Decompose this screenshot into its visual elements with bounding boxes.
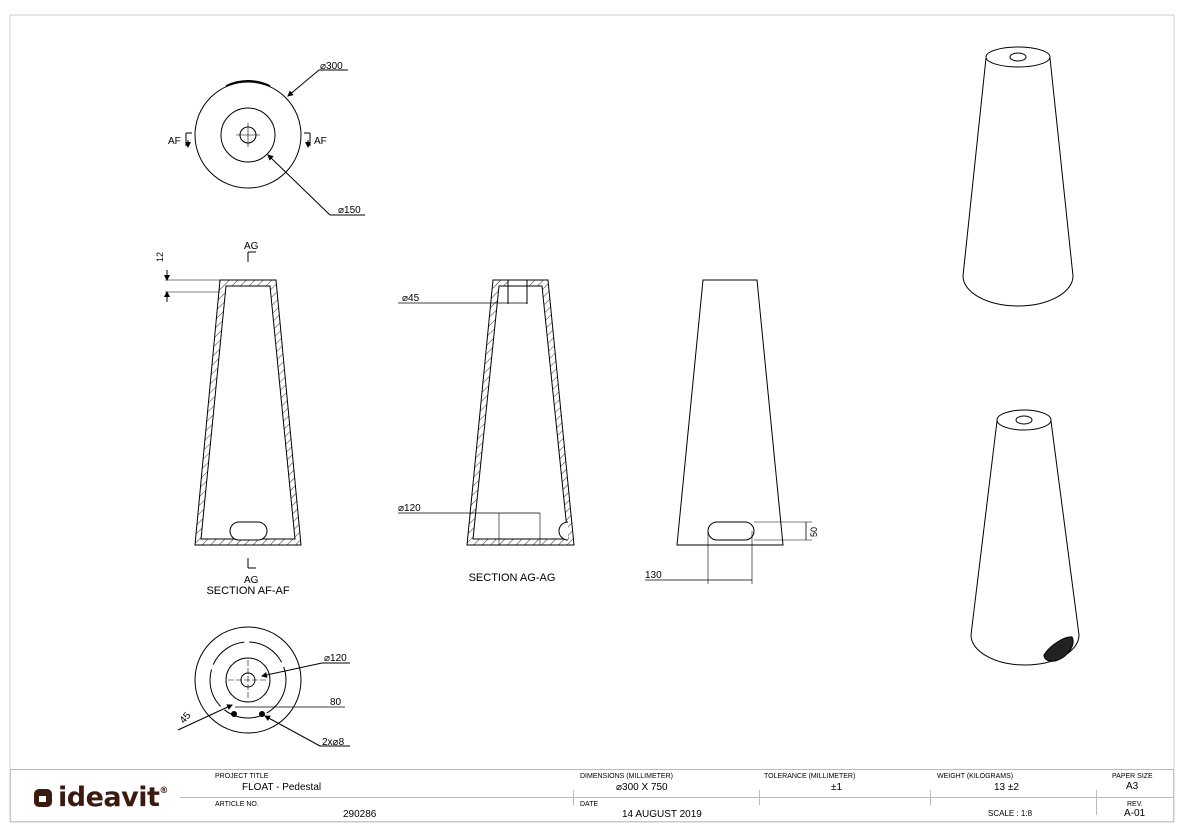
article-label: ARTICLE NO. (215, 801, 259, 808)
section-af-view (164, 251, 302, 569)
bottom-view (177, 626, 350, 747)
dim-hole-diameter: ⌀45 (402, 293, 420, 304)
divider (930, 790, 931, 805)
divider (180, 797, 1174, 798)
dim-holes: 2x⌀8 (322, 737, 345, 748)
divider (573, 790, 574, 805)
top-view (185, 69, 365, 216)
weight-value: 13 ±2 (994, 782, 1019, 793)
rev-value: A-01 (1124, 808, 1146, 819)
dim-outer-diameter: ⌀300 (320, 61, 343, 72)
section-mark-bottom: AG (244, 575, 259, 586)
isometric-view-top (962, 46, 1074, 307)
dimensions-label: DIMENSIONS (MILLIMETER) (580, 773, 673, 780)
project-title-label: PROJECT TITLE (215, 773, 269, 780)
isometric-view-bottom (970, 409, 1080, 666)
section-af-title: SECTION AF-AF (206, 585, 289, 597)
date-value: 14 AUGUST 2019 (622, 809, 702, 820)
section-mark-right: AF (314, 136, 327, 147)
tolerance-value: ±1 (831, 782, 843, 793)
project-title: FLOAT - Pedestal (242, 782, 322, 793)
tolerance-label: TOLERANCE (MILLIMETER) (764, 773, 856, 780)
date-label: DATE (580, 801, 599, 808)
divider (759, 790, 760, 805)
divider (1096, 790, 1097, 815)
dim-slot-height: 50 (809, 527, 819, 537)
weight-label: WEIGHT (KILOGRAMS) (937, 773, 1014, 780)
paper-size-label: PAPER SIZE (1112, 773, 1153, 780)
dim-bottom-circle: ⌀120 (324, 653, 347, 664)
section-ag-view (398, 279, 575, 546)
dim-hole-offset: 80 (330, 697, 342, 708)
paper-size-value: A3 (1126, 781, 1139, 792)
section-mark-left: AF (168, 136, 181, 147)
logo-mark-icon (34, 789, 52, 807)
dim-base-diameter: ⌀120 (398, 503, 421, 514)
sheet-frame (9, 14, 1175, 823)
rev-label: REV. (1127, 801, 1143, 808)
dimensions-value: ⌀300 X 750 (616, 782, 668, 793)
scale-value: SCALE : 1:8 (988, 809, 1033, 818)
logo-text: ideavit (58, 782, 160, 813)
side-view (645, 279, 812, 584)
dim-slot-width: 130 (645, 570, 662, 581)
article-number: 290286 (343, 809, 377, 820)
section-mark-top: AG (244, 241, 259, 252)
section-ag-title: SECTION AG-AG (469, 572, 556, 584)
dim-inner-diameter: ⌀150 (338, 205, 361, 216)
ideavit-logo: ideavit® (34, 782, 168, 813)
title-block (10, 769, 1174, 822)
dim-top-thickness: 12 (155, 252, 165, 262)
